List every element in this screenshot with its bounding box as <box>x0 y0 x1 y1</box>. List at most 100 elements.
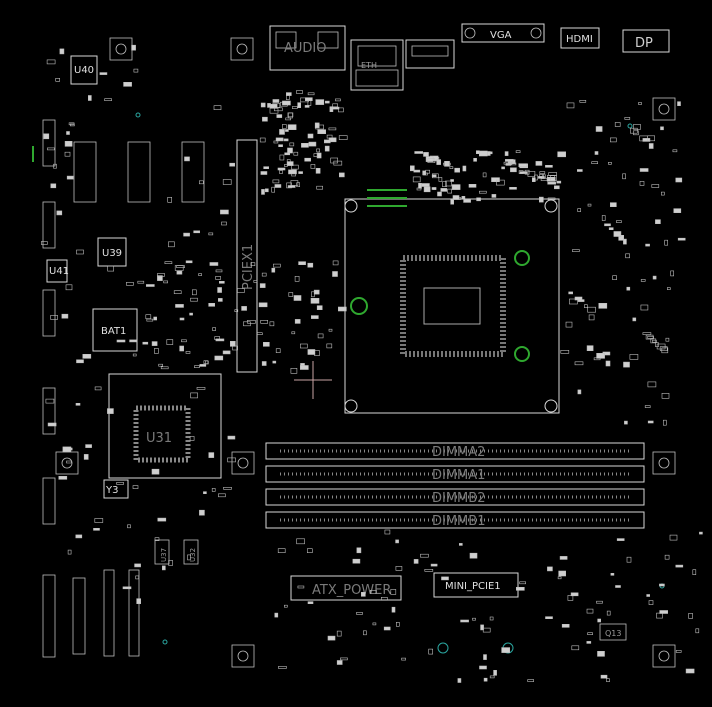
smd-pad <box>287 112 294 118</box>
smd-pad <box>545 616 553 620</box>
smd-pad <box>288 169 297 175</box>
smd-pad <box>504 151 509 156</box>
smd-pad <box>209 262 219 266</box>
pciex1-slot: PCIEX1 <box>236 139 258 373</box>
smd-pad <box>491 177 500 182</box>
smd-pad <box>673 208 682 213</box>
smd-pad <box>263 166 270 169</box>
smd-pad <box>369 589 377 594</box>
smd-pad <box>413 169 421 173</box>
smd-pad <box>205 360 209 365</box>
smd-pad <box>43 133 50 140</box>
smd-pad <box>256 332 263 336</box>
smd-pad <box>137 280 145 284</box>
smd-pad <box>94 386 102 391</box>
smd-pad <box>196 387 206 390</box>
smd-pad <box>299 343 308 349</box>
smd-pad <box>539 171 546 174</box>
smd-pad <box>162 565 166 571</box>
smd-pad <box>47 147 55 151</box>
smd-pad <box>501 647 511 653</box>
smd-pad <box>133 68 139 73</box>
standoffs <box>55 37 676 668</box>
smd-pad <box>557 151 567 158</box>
smd-pad <box>489 675 495 679</box>
smd-pad <box>279 129 285 135</box>
smd-pad <box>208 232 214 236</box>
smd-pad <box>430 563 438 567</box>
smd-pad <box>409 165 415 172</box>
smd-pad <box>284 152 291 156</box>
u31-label: U31 <box>146 431 172 446</box>
smd-pad <box>163 280 168 284</box>
smd-pad <box>615 585 621 588</box>
audio-label: AUDIO <box>284 41 327 56</box>
smd-pad <box>116 482 124 485</box>
smd-pad <box>591 161 599 164</box>
smd-pad <box>56 210 63 216</box>
smd-pad <box>269 321 275 327</box>
smd-pad <box>274 184 282 188</box>
smd-pad <box>647 420 654 424</box>
smd-pad <box>629 354 639 360</box>
smd-pad <box>336 660 343 665</box>
smd-pad <box>183 232 190 237</box>
smd-pad <box>194 365 200 369</box>
smd-pad <box>234 309 239 313</box>
smd-pad <box>253 280 258 283</box>
q13-transistor: Q13 <box>599 623 627 641</box>
smd-pad <box>192 289 197 296</box>
smd-pad <box>294 275 300 282</box>
smd-pad <box>316 152 322 159</box>
smd-pad <box>83 454 89 460</box>
dp-connector: DP <box>622 29 670 53</box>
smd-pad <box>296 538 305 545</box>
smd-pad <box>645 243 650 247</box>
smd-pad <box>298 171 303 174</box>
smd-pad <box>279 170 283 174</box>
smd-pad <box>243 321 251 327</box>
smd-pad <box>297 102 302 108</box>
smd-pad <box>493 669 497 676</box>
smd-pad <box>642 138 651 142</box>
smd-pad <box>395 566 403 571</box>
smd-pad <box>76 249 84 255</box>
smd-pad <box>420 553 429 558</box>
smd-pad <box>229 162 235 167</box>
smd-pad <box>272 263 281 268</box>
smd-pad <box>278 144 283 147</box>
smd-pad <box>483 654 487 660</box>
smd-pad <box>184 156 190 162</box>
smd-pad <box>423 172 428 176</box>
smd-pad <box>462 165 467 172</box>
smd-pad <box>666 287 671 290</box>
smd-pad <box>283 604 288 608</box>
smd-pad <box>445 180 452 187</box>
smd-pad <box>461 196 466 199</box>
smd-pad <box>285 92 292 96</box>
smd-pad <box>135 575 139 580</box>
smd-pad <box>519 171 528 174</box>
smd-pad <box>596 352 605 359</box>
smd-pad <box>652 275 657 280</box>
smd-pad <box>214 355 224 361</box>
smd-pad <box>64 151 71 157</box>
smd-pad <box>600 674 608 679</box>
smd-pad <box>458 543 463 546</box>
smd-pad <box>198 273 202 276</box>
smd-pad <box>181 339 187 343</box>
smd-pad <box>524 169 530 175</box>
smd-pad <box>646 594 651 597</box>
smd-pad <box>336 630 342 637</box>
smd-pad <box>296 182 301 187</box>
smd-pad <box>301 143 309 148</box>
dimm-b1-label: DIMMB1 <box>432 514 485 529</box>
smd-pad <box>293 295 302 301</box>
smd-pad <box>423 186 431 193</box>
smd-pad <box>213 105 222 110</box>
bat1-label: BAT1 <box>101 326 126 337</box>
smd-pad <box>624 420 628 425</box>
smd-pad <box>535 161 543 166</box>
smd-pad <box>66 460 72 464</box>
smd-pad <box>68 122 75 126</box>
